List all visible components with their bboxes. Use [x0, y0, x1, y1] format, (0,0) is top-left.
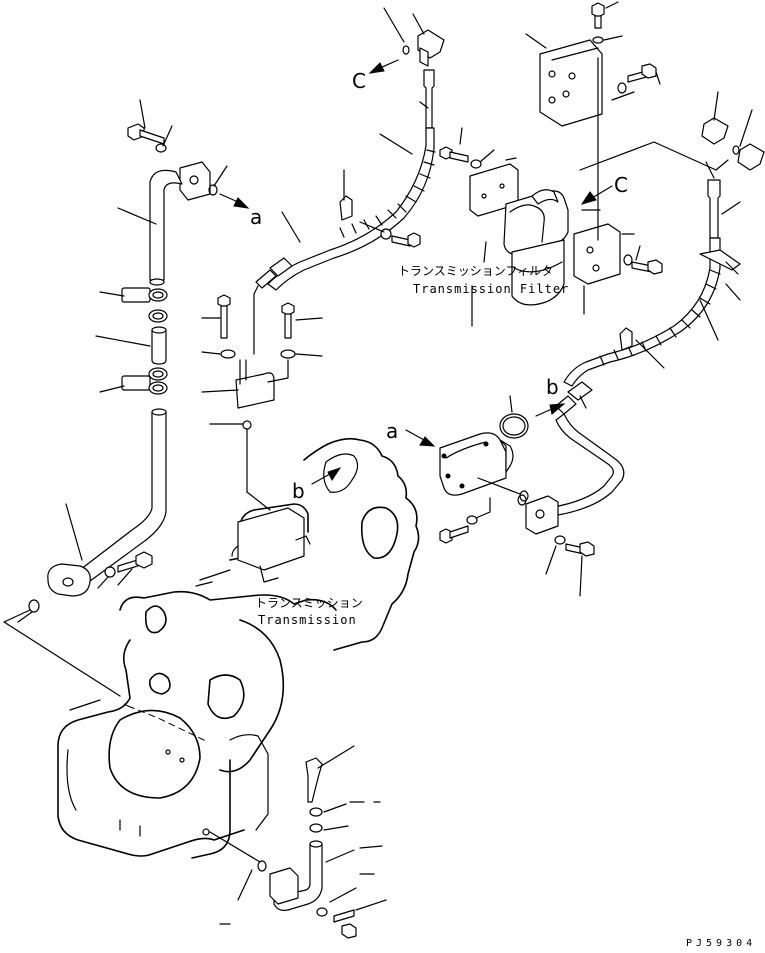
hydraulic-pump: [439, 395, 529, 544]
bolt-bracket-side: [627, 63, 657, 83]
ref-label-a-left: a: [250, 205, 262, 229]
hose-clamp-upper: [121, 287, 168, 323]
left-pipe-assembly: [17, 99, 228, 623]
ref-arrow-a-left: [219, 193, 250, 209]
label-transmission-filter-en: Transmission Filter: [413, 282, 569, 296]
washer-bracket-side: [617, 82, 627, 94]
hose-fitting-lower-right: [567, 381, 593, 401]
bolt-pump: [439, 525, 469, 544]
bolt-filler: [333, 909, 357, 939]
elbow-fitting-right-1: [701, 117, 729, 145]
bolt-filter-left: [439, 146, 469, 163]
filler-tube: [273, 843, 323, 911]
pipe-bracket: [235, 372, 275, 409]
washer-filler: [316, 907, 328, 917]
hose-clamp-top: [339, 195, 353, 221]
steel-pipe-right: [547, 413, 625, 517]
hose-clamp-lower: [121, 367, 168, 395]
dipstick: [305, 757, 323, 803]
washer-bracket-top: [592, 36, 604, 44]
o-ring-centre: [242, 420, 252, 430]
washer-flange-right: [554, 535, 566, 545]
washer-flange-lower: [104, 566, 116, 578]
bolt-top-left: [127, 123, 165, 145]
label-transmission-jp: トランスミッション: [255, 596, 363, 610]
guide-line-left: [3, 621, 121, 697]
ref-arrow-b-right: [535, 403, 566, 417]
rubber-hose: [151, 326, 167, 365]
ref-label-b-transmission: b: [292, 479, 305, 503]
hose-main-right: [563, 237, 721, 387]
seal-dipstick: [309, 823, 323, 833]
washer-centre-right: [280, 349, 296, 359]
elbow-fitting-top: [417, 29, 445, 67]
transmission-port-right: [360, 506, 399, 559]
o-ring-filler: [257, 860, 267, 872]
o-ring-flange-lower: [28, 599, 40, 613]
filter-cartridge: [511, 239, 565, 306]
hose-fitting-middle: [269, 257, 293, 277]
o-ring-pump-lower: [519, 490, 529, 502]
transmission-filter: [439, 1, 663, 327]
right-hose-assembly: [517, 91, 765, 597]
label-transmission-filter-jp: トランスミッションフィルタ: [398, 264, 553, 278]
washer-centre-left: [220, 349, 236, 359]
output-flange: [108, 709, 201, 799]
ref-arrow-b-transmission: [311, 467, 342, 485]
hose-main-upper: [267, 127, 435, 291]
hose-clamp-right: [699, 249, 741, 271]
dipstick-assembly: [209, 745, 387, 939]
transmission-port-b: [323, 453, 359, 493]
hose-fitting-top: [423, 69, 435, 129]
filter-hose-assembly: [253, 7, 445, 355]
drawing-code: PJ59304: [686, 938, 756, 949]
bolt-bracket-lower: [631, 259, 663, 275]
centre-bracket-assembly: [201, 294, 323, 511]
ref-label-b-right: b: [546, 375, 559, 399]
bolt-flange-right: [565, 541, 595, 557]
sight-gauge: [144, 605, 167, 634]
ref-arrow-a-pump: [405, 429, 436, 447]
ref-arrow-c-right: [580, 185, 613, 205]
washer-filter-left: [470, 159, 482, 169]
hose-fitting-right: [707, 179, 721, 239]
bolt-centre-right: [281, 302, 295, 339]
pump-o-ring: [499, 413, 529, 439]
o-ring-elbow-top: [402, 45, 410, 55]
transmission-housing: [57, 437, 420, 859]
ref-label-c-top: C: [352, 69, 366, 93]
pump-body: [439, 432, 507, 496]
hose-clamp-right-lower: [619, 327, 633, 351]
bolt-bracket-top: [591, 2, 605, 29]
bolt-centre-left: [217, 294, 231, 339]
washer-bracket-lower: [623, 254, 633, 266]
ref-arrow-c-top: [368, 59, 399, 74]
o-ring-dipstick: [309, 807, 323, 817]
washer-hose-middle: [380, 228, 392, 240]
washer-top-left: [155, 143, 167, 153]
washer-pump: [466, 515, 478, 525]
elbow-fitting-right-2: [737, 143, 765, 171]
bolt-flange-lower: [117, 551, 153, 573]
filler-flange: [269, 867, 299, 905]
filter-bracket-upper: [539, 39, 603, 127]
pipe-upper-left: [149, 169, 183, 281]
bolt-hose-middle: [391, 232, 421, 248]
label-transmission-en: Transmission: [258, 613, 357, 627]
ref-label-c-right: C: [614, 173, 628, 197]
o-ring-elbow-right: [732, 145, 740, 155]
filter-bracket-lower: [573, 223, 621, 285]
filter-mount-block: [237, 507, 305, 571]
ref-label-a-pump: a: [386, 419, 398, 443]
o-ring-left: [208, 184, 218, 196]
